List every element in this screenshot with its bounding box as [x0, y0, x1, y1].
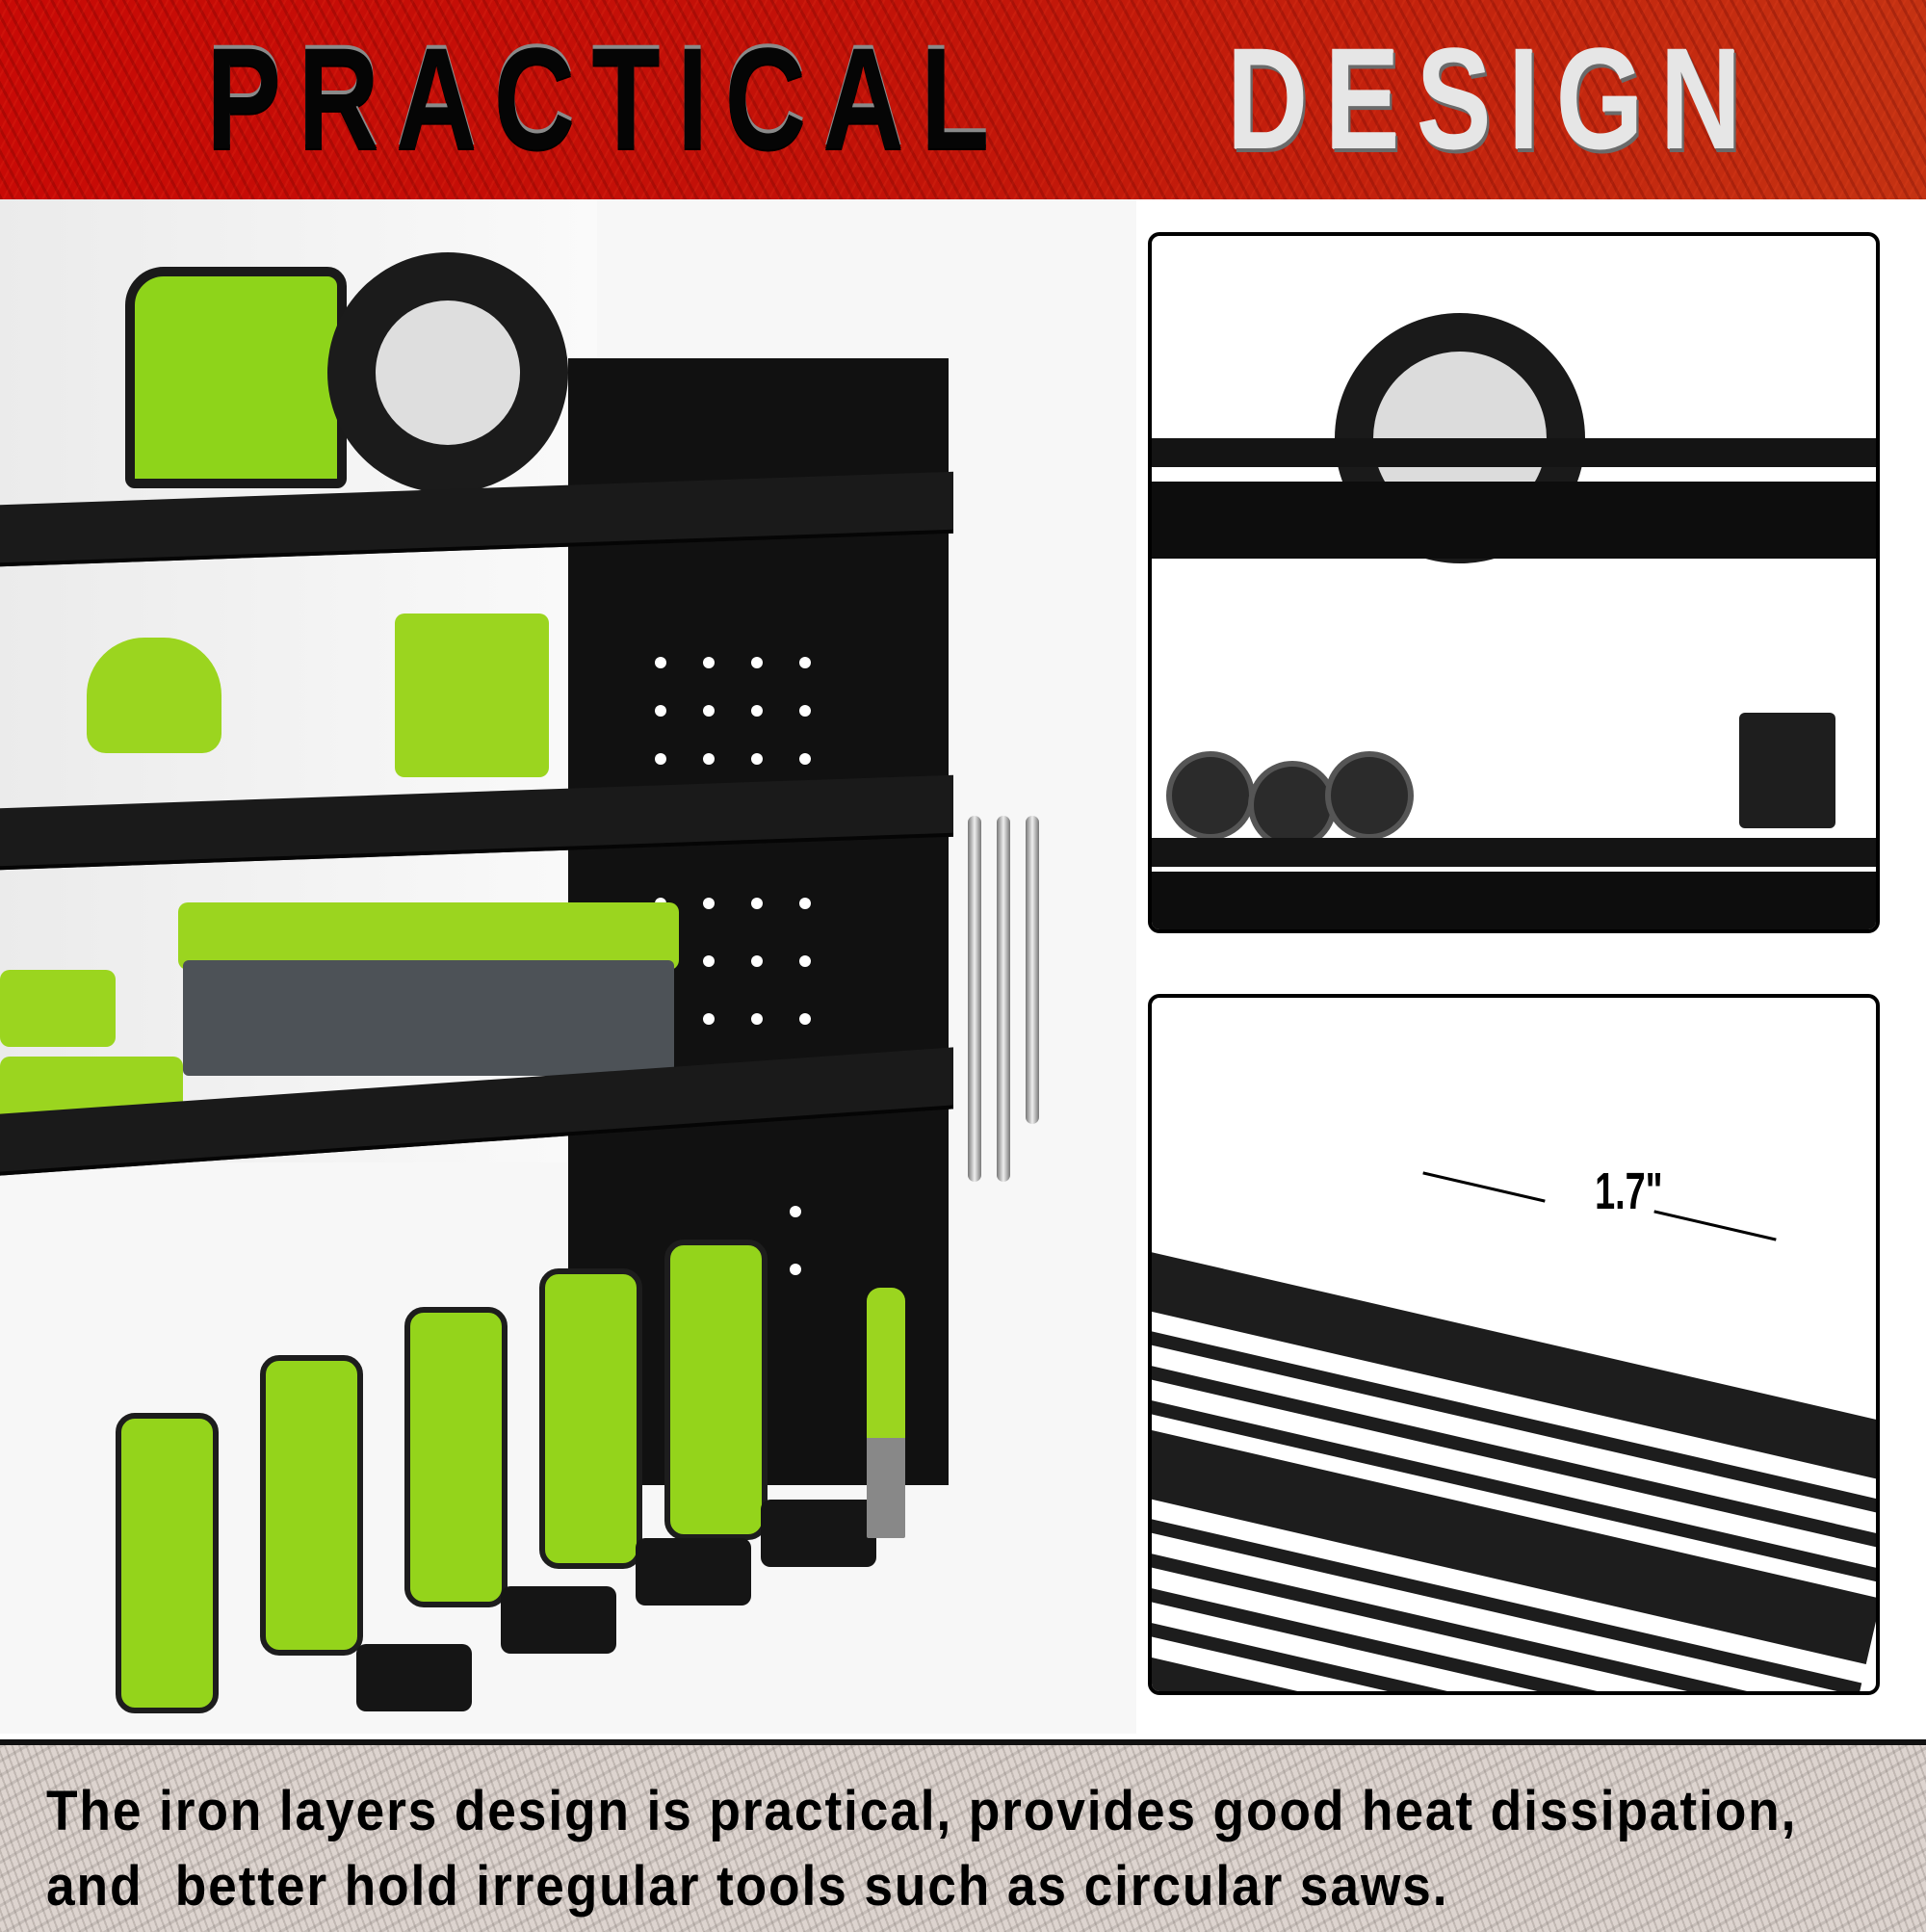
header-banner: PRACTICAL DESIGN — [0, 0, 1926, 199]
caption: The iron layers design is practical, pro… — [46, 1774, 1876, 1924]
iron-layer-top — [1152, 438, 1876, 467]
respirator-filter-icon — [1166, 751, 1255, 840]
respirator-mask-icon — [87, 638, 221, 753]
circular-saw-icon — [327, 252, 568, 493]
dimension-line-left — [1422, 1171, 1546, 1203]
drill-chuck — [761, 1500, 876, 1567]
circular-saw-motor — [125, 267, 347, 488]
trim-router-icon — [395, 614, 549, 777]
drill-chuck — [501, 1586, 616, 1654]
title-practical: PRACTICAL — [206, 16, 1006, 179]
respirator-filter-icon — [1325, 751, 1414, 840]
drill-chuck — [356, 1644, 472, 1711]
battery-icon — [1739, 713, 1835, 828]
drill-icon — [116, 1413, 219, 1713]
detail-panel-dimension: 1.7" — [1148, 994, 1880, 1695]
caption-line-2: and better hold irregular tools such as … — [46, 1855, 1449, 1918]
iron-layer-frame — [1152, 482, 1876, 559]
drill-icon — [404, 1307, 508, 1607]
drill-icon — [260, 1355, 363, 1656]
scraper-icon — [867, 1288, 905, 1538]
respirator-filter-icon — [1248, 761, 1337, 849]
dimension-line-right — [1653, 1210, 1777, 1241]
page-title: PRACTICAL DESIGN — [93, 26, 1833, 170]
wire-shelf-grid — [1152, 1243, 1876, 1691]
iron-layer-bottom-frame — [1152, 872, 1876, 929]
parts-case-1 — [0, 970, 116, 1047]
wrench-icon — [997, 816, 1010, 1182]
dimension-label: 1.7" — [1595, 1162, 1663, 1220]
caption-line-1: The iron layers design is practical, pro… — [46, 1780, 1798, 1842]
wrench-icon — [1026, 816, 1039, 1124]
title-design: DESIGN — [1226, 16, 1758, 179]
detail-panel-saw — [1148, 232, 1880, 933]
drill-icon — [664, 1240, 768, 1540]
toolbox-body — [183, 960, 674, 1076]
wrench-icon — [968, 816, 981, 1182]
main-product-image — [0, 199, 1136, 1734]
footer-caption-band: The iron layers design is practical, pro… — [0, 1739, 1926, 1932]
toolbox-lid — [178, 902, 679, 970]
iron-layer-bottom — [1152, 838, 1876, 867]
drill-chuck — [636, 1538, 751, 1606]
drill-icon — [539, 1268, 642, 1569]
